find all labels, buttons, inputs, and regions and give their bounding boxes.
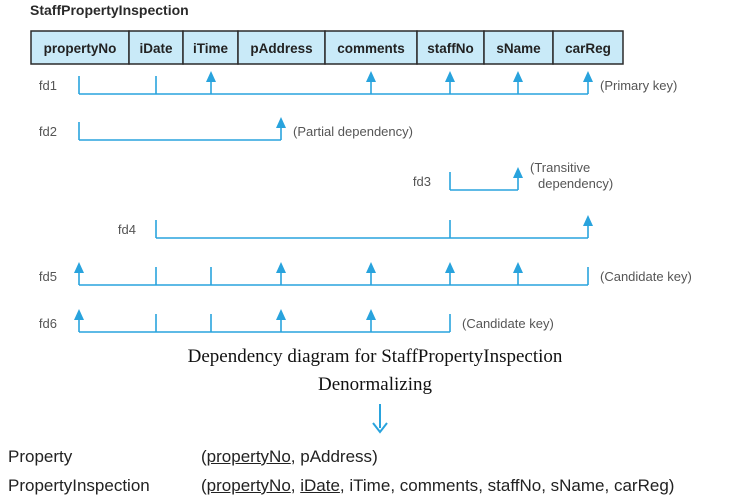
- attribute-cell: [128, 30, 184, 65]
- fd-note: (Candidate key): [462, 316, 554, 331]
- dependent-arrow-icon: [583, 215, 593, 226]
- attribute: pAddress: [300, 447, 373, 466]
- primary-key-attribute: propertyNo: [206, 476, 291, 495]
- attribute-cell: [552, 30, 624, 65]
- diagram-title: StaffPropertyInspection: [30, 2, 189, 18]
- dependent-arrow-icon: [74, 309, 84, 320]
- down-arrow-icon: [372, 404, 388, 434]
- attribute: carReg: [613, 476, 669, 495]
- attribute-label: iDate: [139, 41, 173, 56]
- fd-note: (Transitive: [530, 160, 590, 175]
- dependent-arrow-icon: [513, 71, 523, 82]
- attribute-label: carReg: [565, 41, 611, 56]
- attribute-cell: [324, 30, 418, 65]
- relation-attributes: (propertyNo, iDate, iTime, comments, sta…: [201, 476, 675, 495]
- dependent-arrow-icon: [513, 262, 523, 273]
- section-heading-denormalizing: Denormalizing: [318, 374, 432, 395]
- fd-label: fd6: [39, 316, 57, 331]
- dependent-arrow-icon: [366, 309, 376, 320]
- dependency-diagram: StaffPropertyInspection propertyNo iDate i…: [30, 2, 692, 333]
- fd-note: (Candidate key): [600, 269, 692, 284]
- primary-key-attribute: propertyNo: [206, 447, 291, 466]
- attribute: comments: [399, 476, 479, 495]
- relation-name: PropertyInspection: [8, 476, 150, 495]
- attribute-label: staffNo: [427, 41, 474, 56]
- fd-note: (Partial dependency): [293, 124, 413, 139]
- attribute-label: iTime: [193, 41, 229, 56]
- attribute-cell: [483, 30, 554, 65]
- dependent-arrow-icon: [366, 262, 376, 273]
- dependent-arrow-icon: [276, 309, 286, 320]
- attribute-label: pAddress: [250, 41, 312, 56]
- fd-label: fd5: [39, 269, 57, 284]
- attribute: staffNo: [487, 476, 542, 495]
- relation-attributes: (propertyNo, pAddress): [201, 447, 378, 466]
- attribute-label: sName: [496, 41, 541, 56]
- attribute-label: comments: [337, 41, 405, 56]
- attribute-label: propertyNo: [44, 41, 117, 56]
- fd-label: fd3: [413, 174, 431, 189]
- dependent-arrow-icon: [445, 262, 455, 273]
- dependent-arrow-icon: [583, 71, 593, 82]
- dependent-arrow-icon: [366, 71, 376, 82]
- dependent-arrow-icon: [445, 71, 455, 82]
- primary-key-attribute: iDate: [300, 476, 340, 495]
- dependent-arrow-icon: [74, 262, 84, 273]
- fd-note: (Primary key): [600, 78, 677, 93]
- fd-diagram-canvas: propertyNo iDate iTime pAddress comments staf…: [30, 30, 692, 333]
- attribute-cell: [416, 30, 485, 65]
- attribute-cell: [182, 30, 239, 65]
- attribute-cell: [30, 30, 130, 65]
- dependent-arrow-icon: [513, 167, 523, 178]
- relation-name: Property: [8, 447, 73, 466]
- dependent-arrow-icon: [276, 262, 286, 273]
- fd-label: fd1: [39, 78, 57, 93]
- attribute: sName: [550, 476, 605, 495]
- fd-label: fd4: [118, 222, 136, 237]
- dependent-arrow-icon: [276, 117, 286, 128]
- fd-note: dependency): [538, 176, 613, 191]
- diagram-caption: Dependency diagram for StaffPropertyInsp…: [187, 346, 563, 367]
- attribute: iTime: [349, 476, 391, 495]
- dependent-arrow-icon: [206, 71, 216, 82]
- fd-label: fd2: [39, 124, 57, 139]
